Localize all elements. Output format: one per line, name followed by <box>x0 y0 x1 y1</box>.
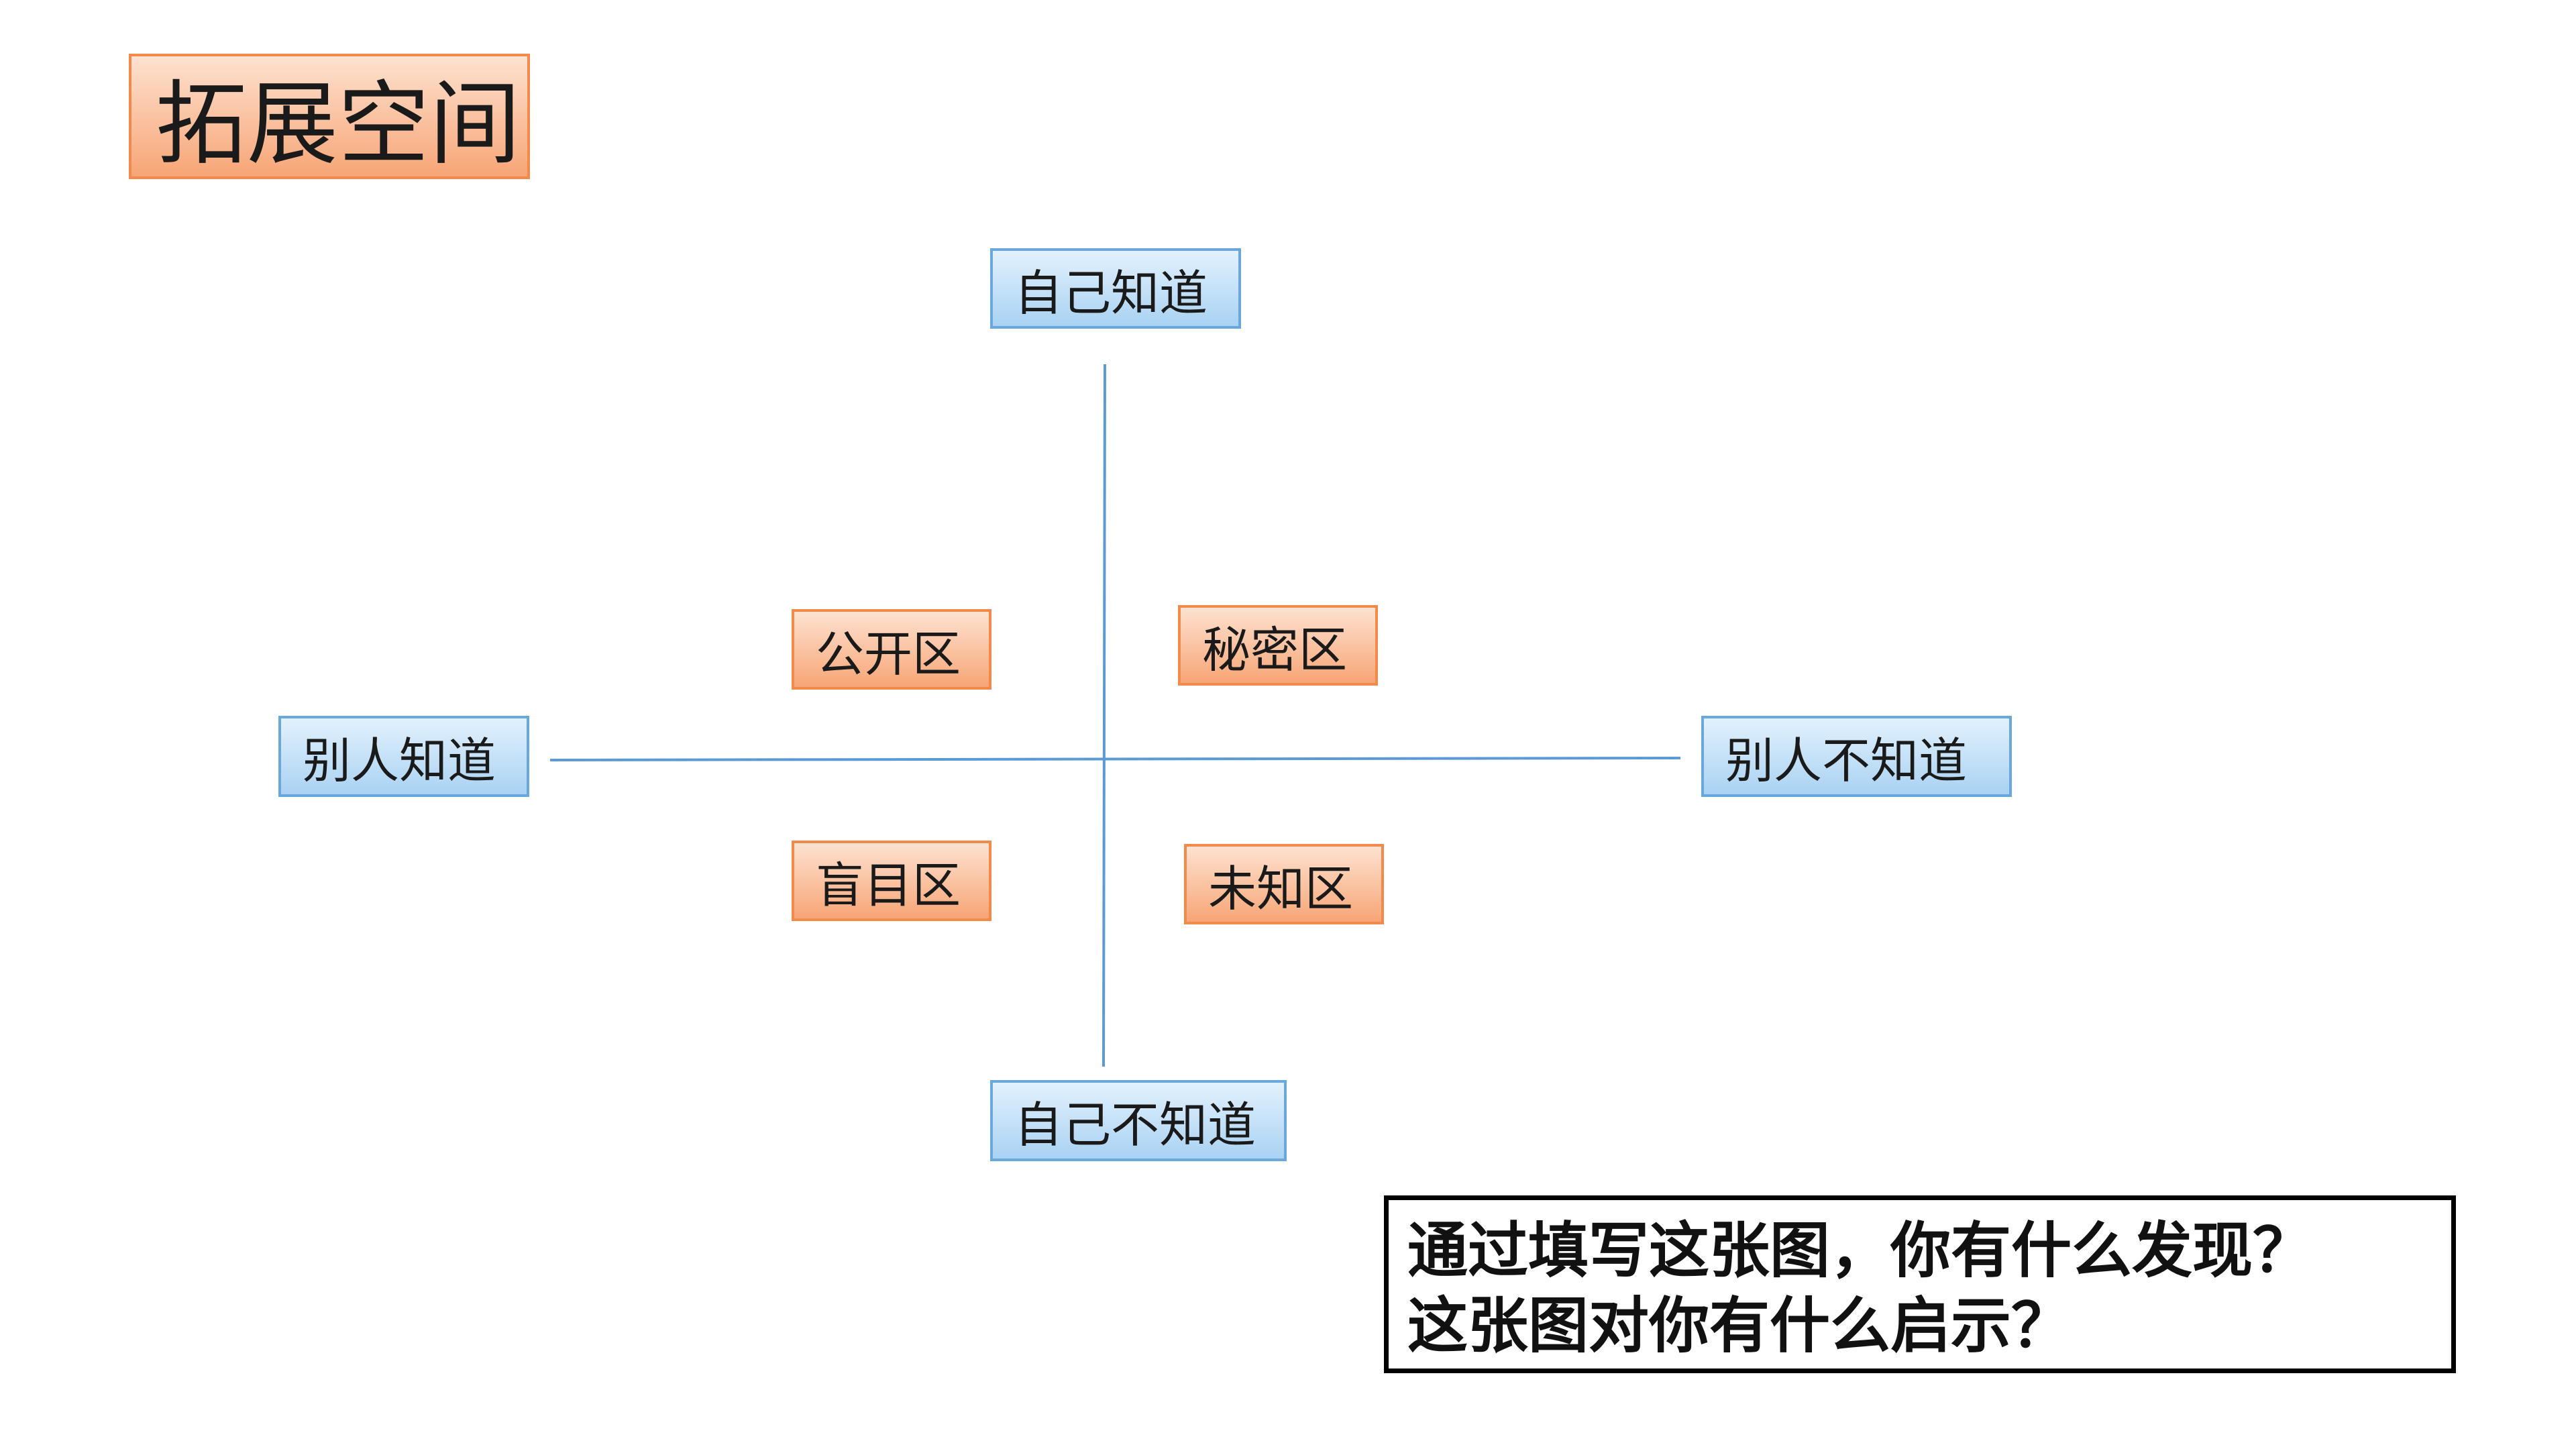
question-line-1: 通过填写这张图，你有什么发现？ <box>1407 1216 2313 1286</box>
zone-hidden-area: 秘密区 <box>1178 605 1378 686</box>
horizontal-axis-line <box>549 757 1681 761</box>
vertical-axis-line <box>1102 364 1106 1067</box>
axis-label-self-knows: 自己知道 <box>990 248 1241 329</box>
zone-blind-area: 盲目区 <box>792 841 991 921</box>
page-title: 拓展空间 <box>129 54 530 179</box>
question-line-2: 这张图对你有什么启示？ <box>1407 1291 2072 1361</box>
axis-label-others-know: 别人知道 <box>278 716 529 797</box>
reflection-question-box: 通过填写这张图，你有什么发现？ 这张图对你有什么启示？ <box>1384 1195 2456 1373</box>
zone-unknown-area: 未知区 <box>1184 844 1384 924</box>
axis-label-self-unknown: 自己不知道 <box>990 1080 1287 1161</box>
axis-label-others-unknown: 别人不知道 <box>1701 716 2012 797</box>
zone-open-area: 公开区 <box>792 609 991 690</box>
